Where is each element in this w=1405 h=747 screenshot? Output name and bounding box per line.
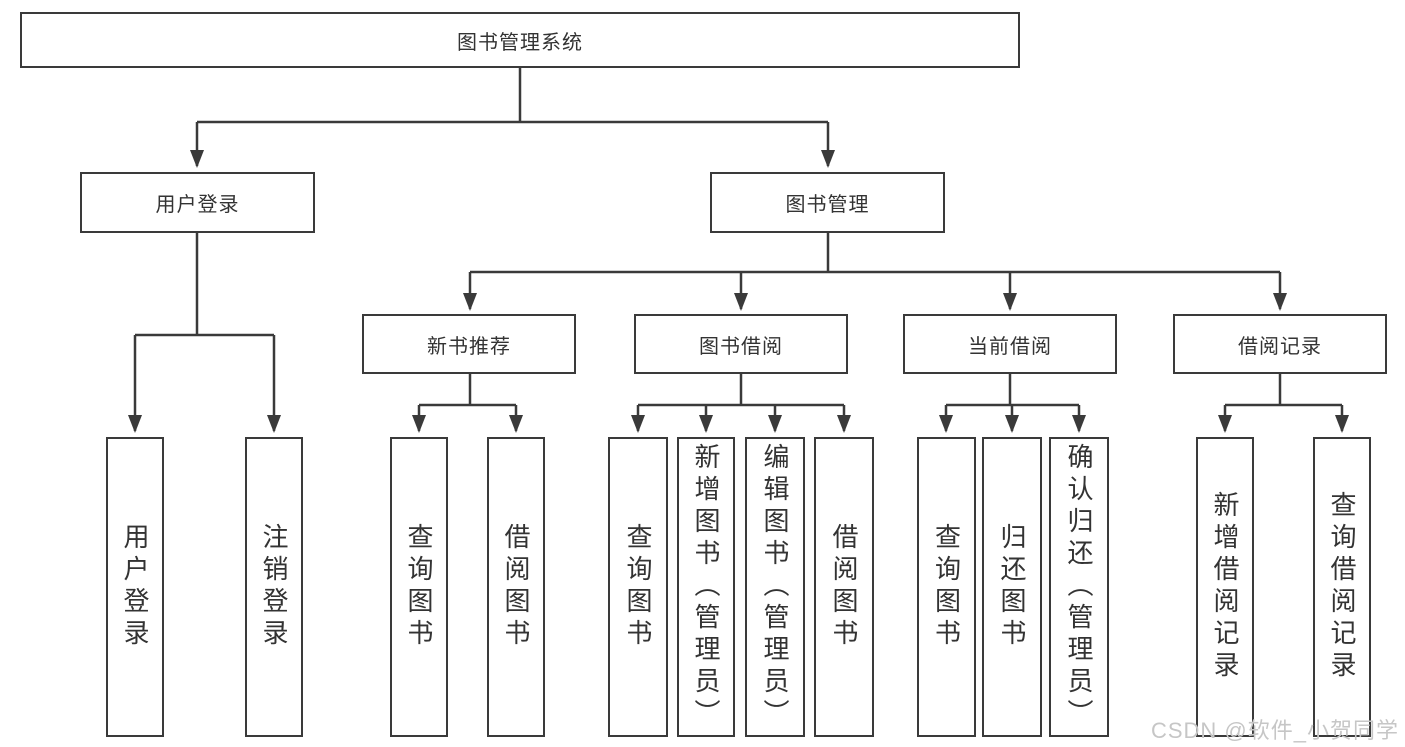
leaf-edit-book-admin: 编辑图书（管理员） — [745, 437, 805, 737]
leaf-borrow-books: 借阅图书 — [814, 437, 874, 737]
node-user-login: 用户登录 — [80, 172, 315, 233]
node-root-title: 图书管理系统 — [20, 12, 1020, 68]
node-book-management: 图书管理 — [710, 172, 945, 233]
leaf-query-books-recommend: 查询图书 — [390, 437, 448, 737]
node-book-borrowing: 图书借阅 — [634, 314, 848, 374]
leaf-add-book-admin: 新增图书（管理员） — [677, 437, 735, 737]
leaf-confirm-return-admin: 确认归还（管理员） — [1049, 437, 1109, 737]
leaf-query-borrow-record: 查询借阅记录 — [1313, 437, 1371, 737]
leaf-query-books-borrowing: 查询图书 — [608, 437, 668, 737]
leaf-query-books-current: 查询图书 — [917, 437, 976, 737]
node-current-borrowing: 当前借阅 — [903, 314, 1117, 374]
leaf-logout: 注销登录 — [245, 437, 303, 737]
csdn-watermark: CSDN @软件_小贺同学 — [1150, 718, 1399, 743]
node-borrowing-records: 借阅记录 — [1173, 314, 1387, 374]
leaf-borrow-books-recommend: 借阅图书 — [487, 437, 545, 737]
leaf-add-borrow-record: 新增借阅记录 — [1196, 437, 1254, 737]
leaf-user-login: 用户登录 — [106, 437, 164, 737]
node-new-book-recommend: 新书推荐 — [362, 314, 576, 374]
leaf-return-book: 归还图书 — [982, 437, 1042, 737]
